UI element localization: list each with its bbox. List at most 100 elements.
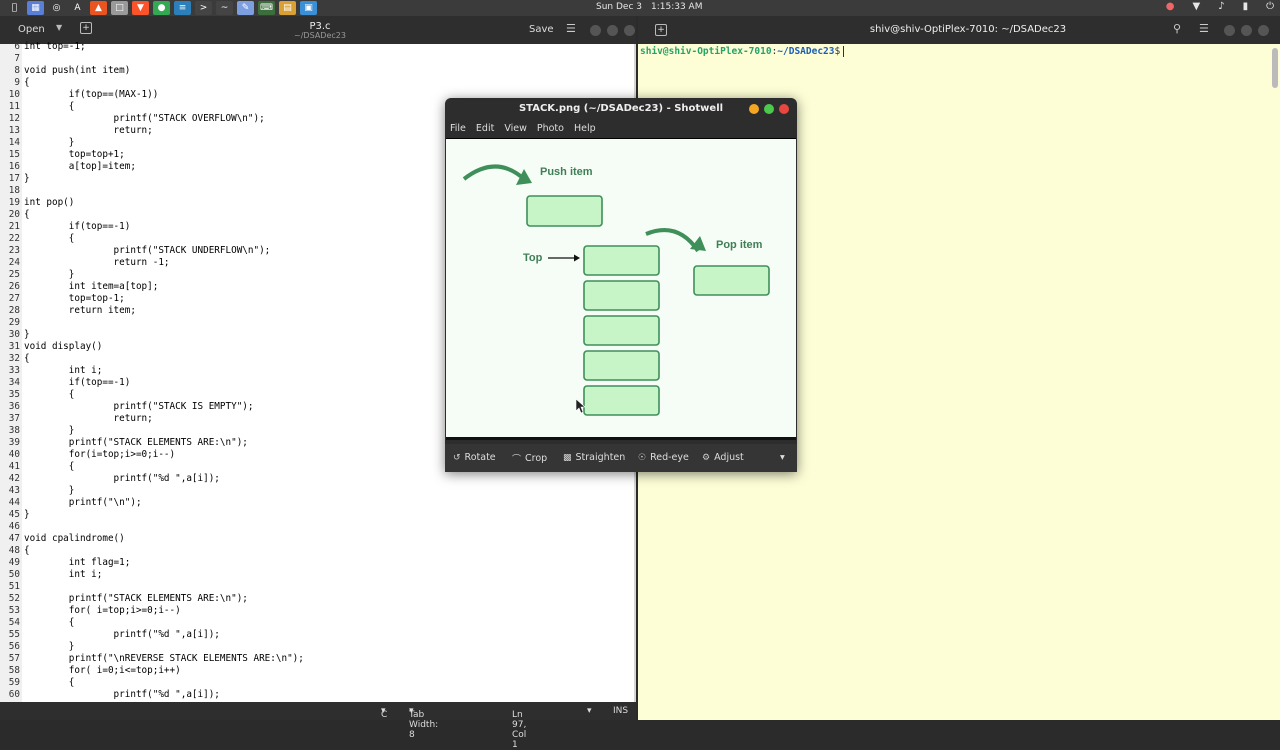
settings-icon[interactable]: ◎ [48,1,65,15]
more-tools-dropdown-icon[interactable]: ▾ [780,452,785,463]
code-line: 33 int i; [0,365,634,377]
search-icon[interactable]: ⚲ [1173,22,1182,35]
menu-edit[interactable]: Edit [475,123,495,134]
menu-view[interactable]: View [504,123,527,134]
text-cursor [843,46,845,57]
code-line: 59 { [0,677,634,689]
maximize-button[interactable] [607,25,618,36]
editor-icon[interactable]: ✎ [237,1,254,15]
straighten-label: Straighten [575,452,626,463]
code-text: } [24,641,75,652]
code-line: 42 printf("%d ",a[i]); [0,473,634,485]
hamburger-menu-icon[interactable]: ☰ [1199,22,1209,35]
tab-width-label: Tab Width: 8 [409,710,439,740]
code-text: { [24,461,75,472]
line-number: 17 [8,173,20,184]
maximize-button[interactable] [1241,25,1252,36]
code-text: { [24,233,75,244]
code-line: 48{ [0,545,634,557]
power-icon[interactable]: ⏻ [1266,1,1274,12]
menu-help[interactable]: Help [573,123,596,134]
crop-button[interactable]: ⌒Crop [512,452,547,465]
adjust-button[interactable]: ⚙Adjust [702,452,744,463]
line-number-gutter [0,44,22,702]
wifi-icon[interactable]: ▼ [1192,1,1201,12]
shell-prompt: shiv@shiv-OptiPlex-7010:~/DSADec23$ [640,46,845,57]
brave-icon[interactable]: ▼ [132,1,149,15]
open-dropdown-icon[interactable]: ▼ [56,23,63,32]
minimize-button[interactable] [590,25,601,36]
battery-icon[interactable]: ▮ [1242,1,1249,12]
line-number: 52 [8,593,20,604]
close-button[interactable] [624,25,635,36]
close-button[interactable] [779,104,789,114]
new-tab-icon[interactable]: + [80,22,92,34]
terminal-scrollbar[interactable] [1272,48,1278,88]
code-text: printf("STACK ELEMENTS ARE:\n"); [24,437,248,448]
code-text: if(top==-1) [24,377,131,388]
new-tab-icon[interactable]: + [655,24,667,36]
volume-icon[interactable]: ♪ [1218,1,1225,12]
terminal-icon[interactable]: > [195,1,212,15]
code-text: { [24,617,75,628]
monitor-icon[interactable]: ~ [216,1,233,15]
code-line: 49 int flag=1; [0,557,634,569]
code-icon[interactable]: ⌨ [258,1,275,15]
code-text: { [24,209,30,220]
hamburger-menu-icon[interactable]: ☰ [566,22,576,35]
code-line: 32{ [0,353,634,365]
code-line: 60 printf("%d ",a[i]); [0,689,634,701]
menu-file[interactable]: File [450,123,466,134]
code-line: 13 return; [0,125,634,137]
language-selector[interactable]: C ▾ [381,706,388,720]
chrome-icon[interactable]: ● [153,1,170,15]
code-line: 39 printf("STACK ELEMENTS ARE:\n"); [0,437,634,449]
maximize-button[interactable] [764,104,774,114]
code-text: } [24,485,75,496]
file-icon[interactable]: ▤ [279,1,296,15]
line-number: 42 [8,473,20,484]
close-button[interactable] [1258,25,1269,36]
line-number: 60 [8,689,20,700]
stack-diagram-image: Push item Top Pop item [446,139,796,437]
a-icon[interactable]: A [69,1,86,15]
code-line: 35 { [0,389,634,401]
red-eye-button[interactable]: ☉Red-eye [638,452,689,463]
store-icon[interactable]: ▲ [90,1,107,15]
save-button[interactable]: Save [529,24,554,35]
system-tray: ● ▼ ♪ ▮ ⏻ [1166,1,1274,12]
menu-photo[interactable]: Photo [536,123,564,134]
minimize-button[interactable] [749,104,759,114]
code-text: } [24,269,75,280]
app-grid-icon[interactable]: ▦ [27,1,44,15]
clock[interactable]: Sun Dec 3 1:15:33 AM [596,2,702,12]
stack-box-1 [583,245,660,276]
files-icon[interactable]: □ [111,1,128,15]
line-number: 23 [8,245,20,256]
terminal-output[interactable]: shiv@shiv-OptiPlex-7010:~/DSADec23$ [638,44,1280,720]
line-number: 58 [8,665,20,676]
code-text: printf("\n"); [24,497,142,508]
line-number: 44 [8,497,20,508]
layers-icon[interactable]: ≡ [174,1,191,15]
minimize-button[interactable] [1224,25,1235,36]
straighten-button[interactable]: ▩Straighten [563,452,625,463]
tab-width-selector[interactable]: Tab Width: 8 ▾ [409,706,439,740]
code-line: 24 return -1; [0,257,634,269]
cursor-position-label: Ln 97, Col 1 [512,710,527,750]
line-number: 37 [8,413,20,424]
apple-icon[interactable]:  [6,1,23,15]
code-text: void push(int item) [24,65,131,76]
terminal-title: shiv@shiv-OptiPlex-7010: ~/DSADec23 [869,24,1067,35]
image-icon[interactable]: ▣ [300,1,317,15]
code-line: 34 if(top==-1) [0,377,634,389]
line-number: 20 [8,209,20,220]
position-dropdown-icon[interactable]: ▾ [587,706,592,716]
insert-mode[interactable]: INS [613,706,629,716]
rotate-button[interactable]: ↺Rotate [453,452,496,463]
photo-canvas[interactable]: Push item Top Pop item [446,138,796,440]
open-button[interactable]: Open [18,24,45,35]
code-text: printf("STACK UNDERFLOW\n"); [24,245,271,256]
screen-record-icon[interactable]: ● [1165,1,1175,12]
